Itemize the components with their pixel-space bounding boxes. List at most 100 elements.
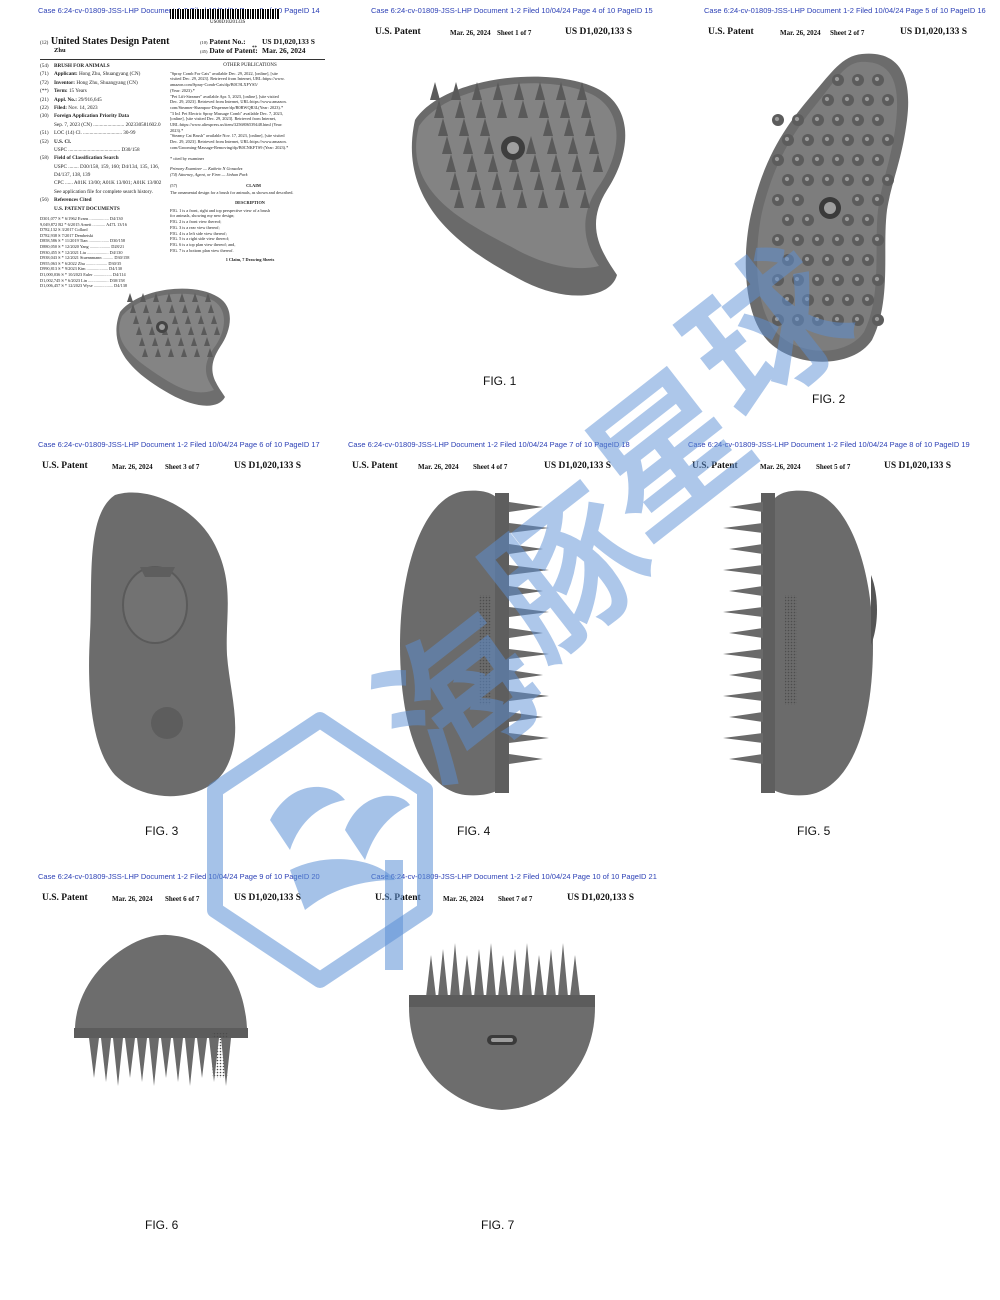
bristle [173,1038,183,1082]
bristle [459,118,469,136]
bristle-tip [794,236,800,242]
text-line: "Steamy Cat Brush" available Nov. 17, 20… [170,133,285,139]
text-line: D1,000,036 S * 10/2023 Euler ...........… [40,271,126,277]
bristle-tip [854,156,860,162]
bristle-tip [774,236,780,242]
bristle [211,315,217,324]
text-line: D4/137, 138, 139 [54,172,91,179]
patent-number-block: (10) Patent No.: US D1,020,133 S (45) Da… [200,37,315,55]
sheet-5-page: Case 6:24-cv-01809-JSS-LHP Document 1-2 … [680,435,1000,855]
text-line: "Spray Comb For Cats" available Dec. 29,… [170,70,278,76]
bristle [514,82,524,100]
bristle [127,293,133,302]
bristle [438,949,448,997]
bristle [729,670,763,680]
front-title-block: (12) United States Design Patent Zhu [40,36,325,54]
case-header: Case 6:24-cv-01809-JSS-LHP Document 1-2 … [371,6,653,15]
text-line: D782,132 S 3/2017 Collard [40,227,88,233]
bristle [577,82,587,100]
bristle-tip [824,256,830,262]
text-line: FIG. 5 is a right side view thereof; [170,236,230,242]
patent-front-page: Case 6:24-cv-01809-JSS-LHP Document 1-2 … [30,0,330,420]
bristle [560,100,570,118]
bristle [539,100,549,118]
bristle [492,172,502,190]
bristle [509,670,543,680]
bristle [484,136,494,154]
sheet-7-page: Case 6:24-cv-01809-JSS-LHP Document 1-2 … [365,868,665,1288]
sheet-1-page: Case 6:24-cv-01809-JSS-LHP Document 1-2 … [365,0,665,420]
bristle [467,154,477,172]
text-line: (30)Foreign Application Priority Data [40,113,129,120]
bristle [493,82,503,100]
bristle [205,293,211,302]
bristle [194,348,200,357]
bristle [535,82,545,100]
bristle-tip [794,316,800,322]
bristle [509,154,519,172]
bristle [463,136,473,154]
bristle-tip [814,116,820,122]
bristle [455,100,465,118]
bristle-tip [804,216,810,222]
bristle [113,1038,123,1086]
bristle [581,100,591,118]
bristle-tip [854,316,860,322]
bristle [434,100,444,118]
bristle [155,348,161,357]
text-line: CPC ...... A01K 13/00; A01K 13/001; A01K… [54,180,162,187]
text-line: D930,455 S * 12/2021 Liu ...............… [40,249,123,255]
bristle-tip [864,176,870,182]
case-header: Case 6:24-cv-01809-JSS-LHP Document 1-2 … [38,872,320,881]
case-header: Case 6:24-cv-01809-JSS-LHP Document 1-2 … [704,6,986,15]
text-line: FIG. 7 is a bottom plan view thereof. [170,247,234,253]
bristle-tip [834,116,840,122]
bristle [555,172,565,190]
bristle [543,118,553,136]
bristle [130,304,136,313]
bristle [498,955,508,997]
bristle-tip [864,256,870,262]
bristle-tip [784,296,790,302]
bristle [442,136,452,154]
text-line: FIG. 6 is a top plan view thereof; and, [170,241,236,247]
bristle-tip [844,176,850,182]
text-line: D1,002,745 S * 6/2023 Lin ..............… [40,277,125,283]
sheet-3-page: Case 6:24-cv-01809-JSS-LHP Document 1-2 … [30,435,330,855]
text-line: U.S. PATENT DOCUMENTS [54,205,120,212]
bristle [161,1038,171,1078]
text-line: (52)U.S. Cl. [40,138,72,145]
bristle [534,172,544,190]
bristle-tip [844,96,850,102]
bristle [551,154,561,172]
bristle [488,154,498,172]
bristle [451,82,461,100]
bristle [188,326,194,335]
bristle [454,190,464,208]
text-line: com/Steamer-Shampoo-Dispenser/dp/B0BWQR3… [170,104,284,110]
text-line: (21)Appl. No.: 29/916,645 [40,96,102,103]
bristle-tip [884,96,890,102]
bristle-tip [874,76,880,82]
bristle [580,190,590,208]
bristle [208,304,214,313]
bristle [168,348,174,357]
bristle [89,1038,99,1078]
text-line: USPC ...................................… [54,146,140,153]
patent-number: US D1,020,133 S [262,37,315,46]
bristle [546,949,556,997]
text-line: See application file for complete search… [54,188,153,195]
inventor-short: Zhu [54,47,66,54]
bristle [723,565,763,575]
bristle [101,1038,111,1082]
bristle-tip [844,256,850,262]
fig-5-label: FIG. 5 [797,824,831,838]
bristle [497,100,507,118]
bristle [450,943,460,997]
bristle [518,100,528,118]
fig-7-bottom-plan-drawing [409,943,595,1110]
text-line: (22)Filed: Nov. 14, 2023 [40,104,98,111]
bristle [723,733,763,743]
case-header: Case 6:24-cv-01809-JSS-LHP Document 1-2 … [688,440,970,449]
text-line: D990,813 S * 9/2023 Kim ................… [40,266,123,272]
